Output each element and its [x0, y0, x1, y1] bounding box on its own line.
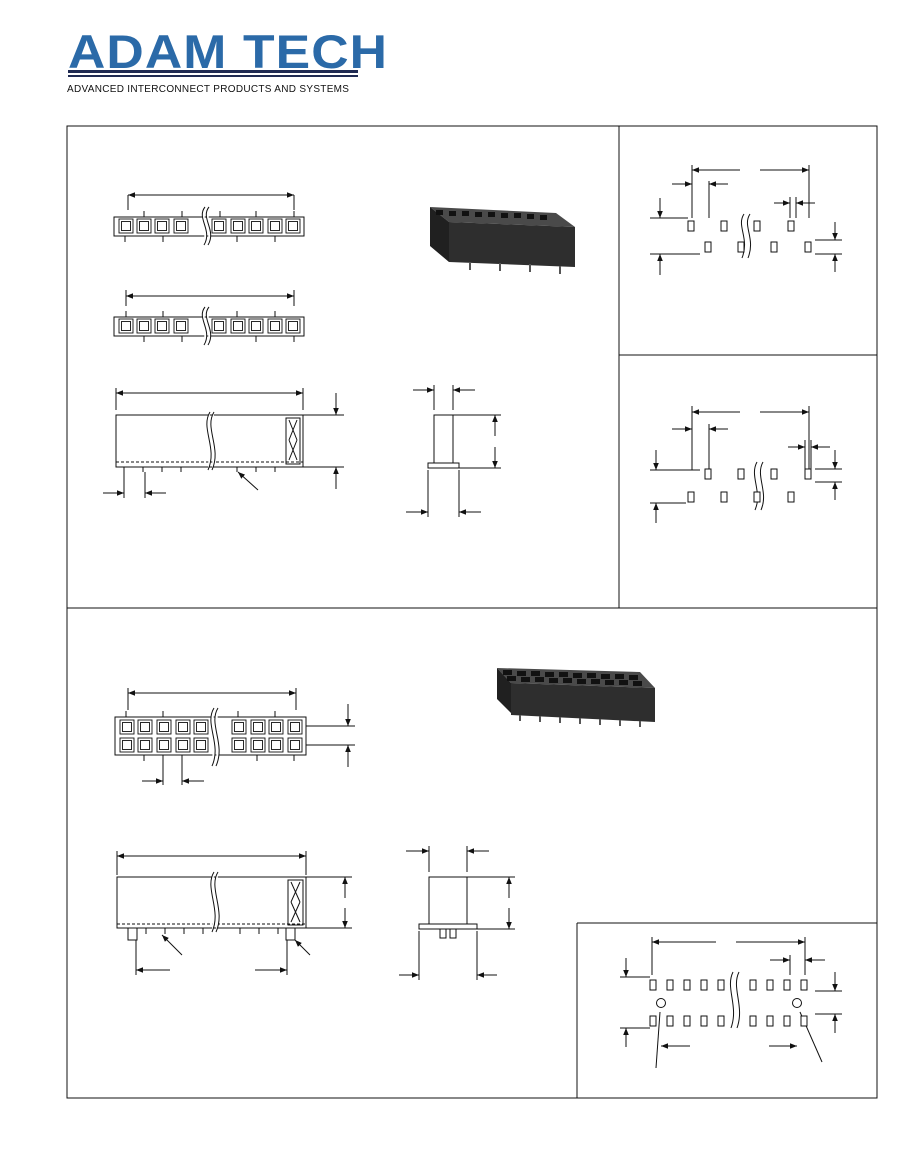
dual-row-pcb-pads	[649, 979, 808, 1027]
single-row-connector-photo	[430, 207, 575, 274]
sheet-frame	[66, 125, 878, 1099]
pcb-layout-b	[650, 406, 842, 523]
dual-row-connector-photo	[497, 668, 655, 727]
dual-row-pcb-layout	[620, 937, 842, 1069]
pcb-layout-a	[650, 165, 842, 275]
single-row-end-view	[406, 385, 501, 517]
dual-row-side-view	[116, 851, 352, 975]
single-row-pins	[123, 467, 276, 472]
dual-row-end-view	[399, 846, 515, 980]
logo-bar	[68, 75, 358, 77]
tagline: ADVANCED INTERCONNECT PRODUCTS AND SYSTE…	[67, 84, 350, 95]
logo-text: ADAM TECH	[68, 25, 389, 78]
dual-row-top-view	[114, 688, 355, 785]
dual-row-pins	[145, 928, 279, 934]
pcb-pads-b	[687, 468, 812, 503]
logo-bar	[68, 70, 358, 73]
single-row-side-view	[103, 388, 344, 498]
